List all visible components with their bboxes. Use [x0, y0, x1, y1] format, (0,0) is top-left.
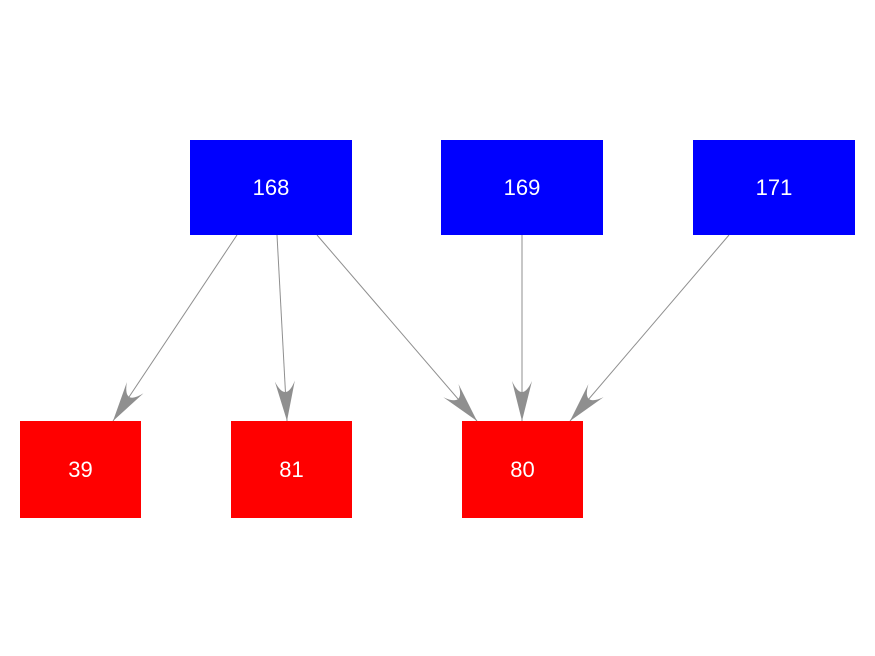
edge-168-81 — [274, 234, 295, 422]
node-81[interactable]: 81 — [231, 421, 352, 518]
node-168[interactable]: 168 — [190, 140, 352, 235]
node-label: 169 — [503, 174, 541, 200]
node-169[interactable]: 169 — [441, 140, 603, 235]
node-label: 81 — [279, 456, 304, 482]
node-label: 39 — [68, 456, 93, 482]
edge-171-80 — [569, 234, 730, 422]
node-39[interactable]: 39 — [20, 421, 141, 518]
node-label: 171 — [755, 174, 793, 200]
edge-168-80 — [316, 234, 478, 422]
node-171[interactable]: 171 — [693, 140, 855, 235]
edge-168-39 — [112, 234, 238, 422]
node-80[interactable]: 80 — [462, 421, 583, 518]
node-label: 80 — [510, 456, 535, 482]
node-label: 168 — [252, 174, 290, 200]
